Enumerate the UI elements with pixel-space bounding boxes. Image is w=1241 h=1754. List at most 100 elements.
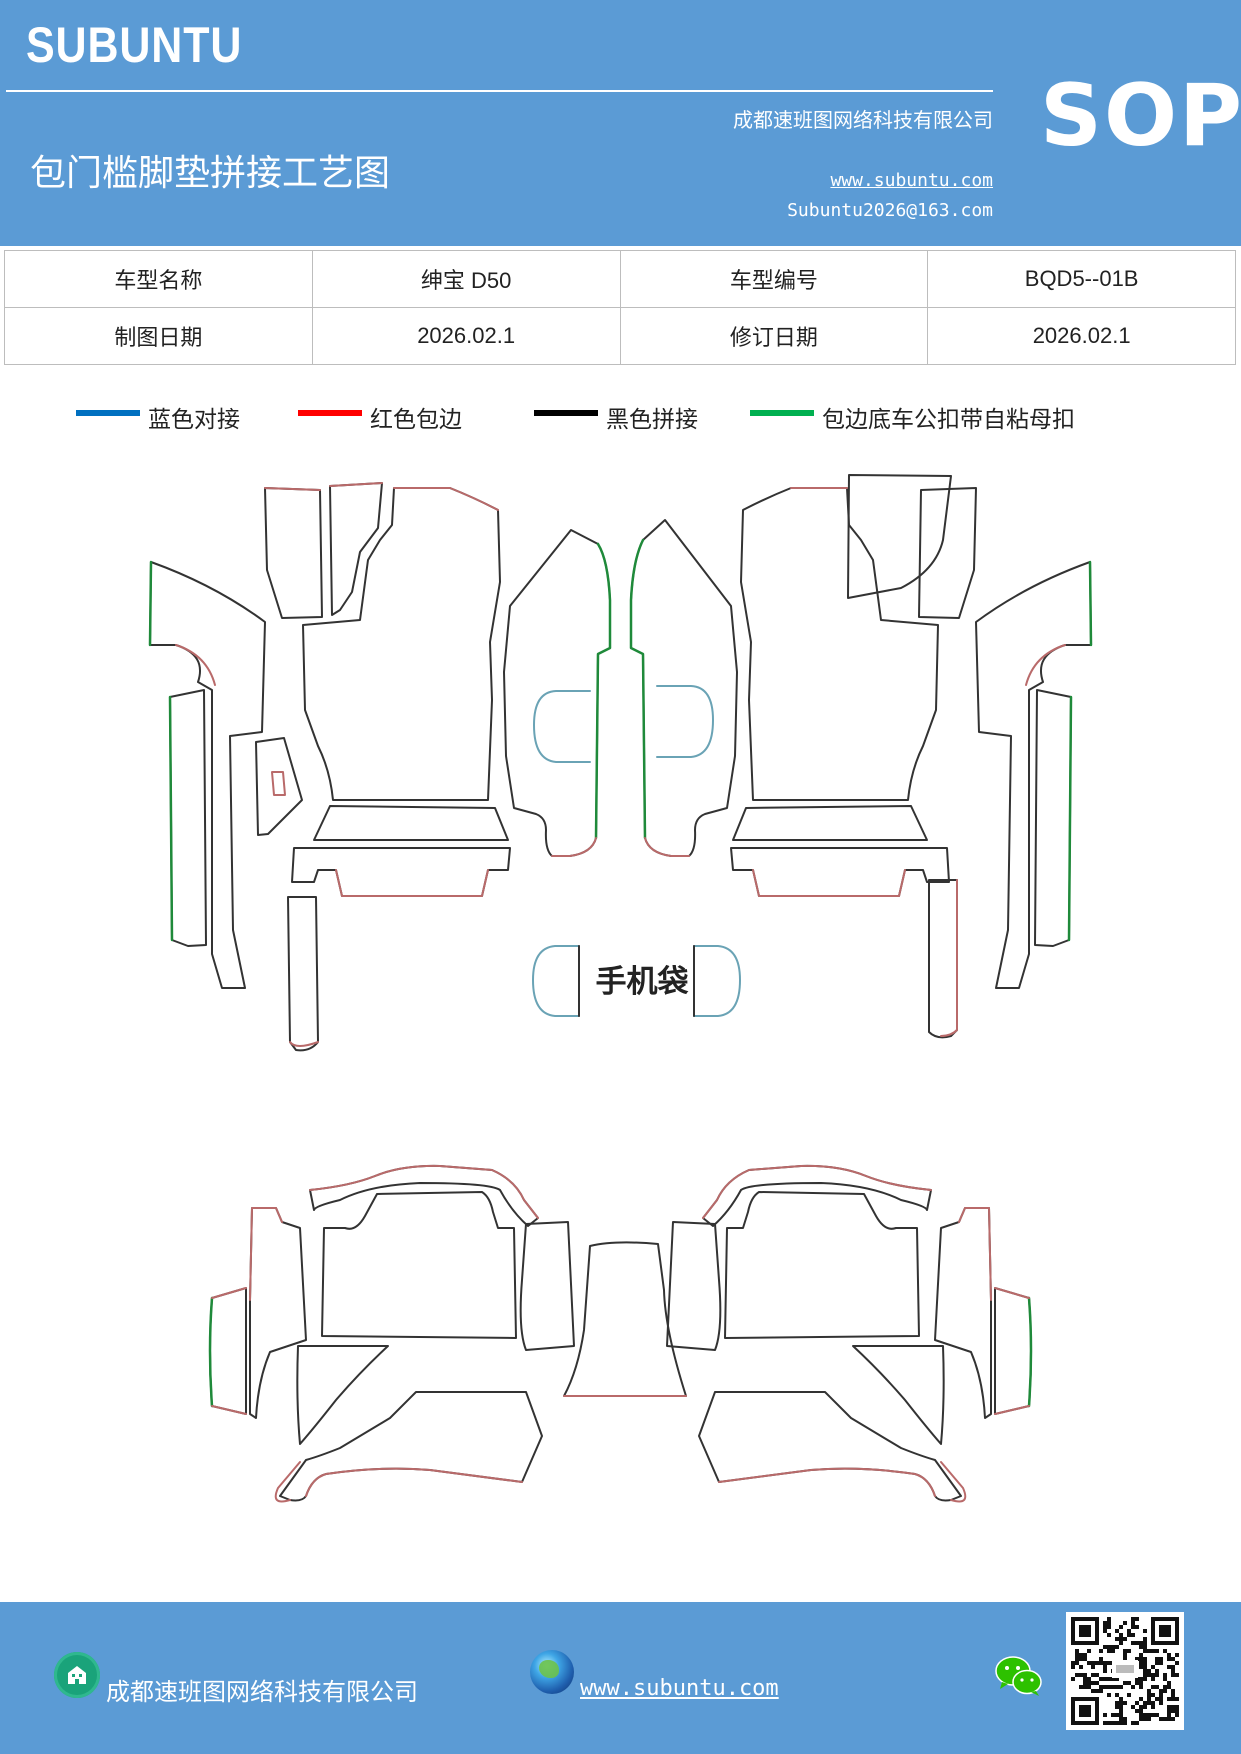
piece-edge	[393, 487, 499, 511]
piece-edge	[958, 1207, 992, 1301]
piece-edge	[752, 869, 906, 897]
piece	[249, 1207, 307, 1419]
legend-swatch-blue	[76, 410, 140, 416]
footer: 成都速班图网络科技有限公司 www.subuntu.com	[0, 1602, 1241, 1754]
pocket-butt	[693, 945, 741, 1017]
model-name-label: 车型名称	[4, 250, 313, 308]
piece-edge	[551, 837, 597, 857]
piece	[503, 529, 611, 857]
pocket-label: 手机袋	[596, 964, 689, 1000]
lower-left-pieces	[208, 1164, 687, 1503]
qr-code-pattern	[1071, 1617, 1179, 1725]
piece	[169, 689, 207, 947]
piece-velcro	[594, 542, 612, 840]
piece-edge	[335, 869, 489, 897]
wechat-icon	[995, 1656, 1042, 1696]
piece	[975, 561, 1092, 989]
brand-logo: SUBUNTU	[26, 17, 243, 73]
qr-code	[1066, 1612, 1184, 1730]
piece	[918, 487, 977, 619]
building-icon-glyph	[68, 1666, 86, 1684]
table-row: 车型名称 绅宝 D50 车型编号 BQD5--01B	[4, 250, 1236, 308]
drawing-date-label: 制图日期	[4, 307, 313, 365]
piece	[287, 896, 319, 1052]
info-table: 车型名称 绅宝 D50 车型编号 BQD5--01B 制图日期 2026.02.…	[4, 250, 1236, 365]
legend-swatch-red	[298, 410, 362, 416]
piece-edge	[289, 1041, 319, 1047]
piece	[934, 1207, 992, 1419]
piece	[149, 561, 266, 989]
piece	[519, 1221, 575, 1351]
revision-date-value: 2026.02.1	[927, 307, 1236, 365]
piece-velcro	[629, 538, 647, 840]
legend-label: 红色包边	[370, 407, 462, 433]
piece-velcro	[1088, 560, 1093, 647]
page-title: 包门槛脚垫拼接工艺图	[30, 153, 391, 194]
pocket-butt	[656, 685, 714, 758]
footer-website-link[interactable]: www.subuntu.com	[580, 1676, 779, 1701]
piece	[702, 1164, 932, 1227]
piece-edge	[644, 837, 690, 857]
piece	[296, 1345, 389, 1445]
piece	[264, 487, 323, 619]
header-divider	[6, 90, 993, 92]
piece	[724, 1191, 920, 1339]
piece	[302, 487, 501, 801]
footer-company: 成都速班图网络科技有限公司	[106, 1678, 418, 1706]
table-row: 制图日期 2026.02.1 修订日期 2026.02.1	[4, 307, 1236, 365]
pocket-butt	[533, 690, 591, 763]
header-company: 成都速班图网络科技有限公司	[733, 108, 993, 132]
piece	[1034, 689, 1072, 947]
header-website-link[interactable]: www.subuntu.com	[830, 170, 993, 191]
piece	[563, 1241, 687, 1397]
piece-edge	[940, 879, 958, 1037]
piece	[732, 805, 928, 841]
piece	[698, 1391, 962, 1502]
piece	[291, 847, 511, 897]
piece-velcro	[1067, 695, 1073, 942]
piece	[321, 1191, 517, 1339]
piece	[730, 847, 950, 897]
piece-edge	[175, 644, 216, 686]
piece-velcro	[168, 695, 174, 942]
upper-right-pieces	[629, 474, 1093, 1039]
piece	[279, 1391, 543, 1502]
piece	[309, 1164, 539, 1227]
revision-date-label: 修订日期	[619, 307, 929, 365]
piece-velcro	[208, 1296, 214, 1408]
legend-swatch-black	[534, 410, 598, 416]
legend-label: 蓝色对接	[148, 407, 240, 433]
upper-left-pieces	[148, 482, 612, 1052]
piece-edge	[271, 771, 286, 796]
piece	[740, 487, 939, 801]
header-email: Subuntu2026@163.com	[787, 200, 993, 221]
legend-swatch-green	[750, 410, 814, 416]
pocket-butt	[532, 945, 580, 1017]
piece	[313, 805, 509, 841]
piece-edge	[702, 1164, 932, 1219]
piece	[209, 1287, 247, 1415]
piece	[928, 879, 958, 1039]
piece	[666, 1221, 722, 1351]
legend-label: 黑色拼接	[606, 407, 698, 433]
piece-edge	[309, 1164, 539, 1219]
model-name-value: 绅宝 D50	[311, 250, 621, 308]
piece-velcro	[1027, 1296, 1033, 1408]
drawing-date-value: 2026.02.1	[311, 307, 621, 365]
model-code-label: 车型编号	[619, 250, 929, 308]
lower-right-pieces	[666, 1164, 1033, 1503]
piece-velcro	[148, 560, 153, 647]
piece-edge	[329, 482, 383, 487]
legend-label: 包边底车公扣带自粘母扣	[822, 407, 1075, 433]
piece-edge	[249, 1207, 283, 1301]
header: SUBUNTU 成都速班图网络科技有限公司 SOP 包门槛脚垫拼接工艺图 www…	[0, 0, 1241, 246]
piece-edge	[718, 1461, 967, 1503]
piece	[847, 474, 952, 599]
piece	[852, 1345, 945, 1445]
piece-edge	[264, 487, 321, 491]
sop-label: SOP	[1040, 66, 1241, 166]
piece	[255, 737, 303, 836]
piece-edge	[994, 1287, 1030, 1415]
piece-edge	[1025, 644, 1066, 686]
